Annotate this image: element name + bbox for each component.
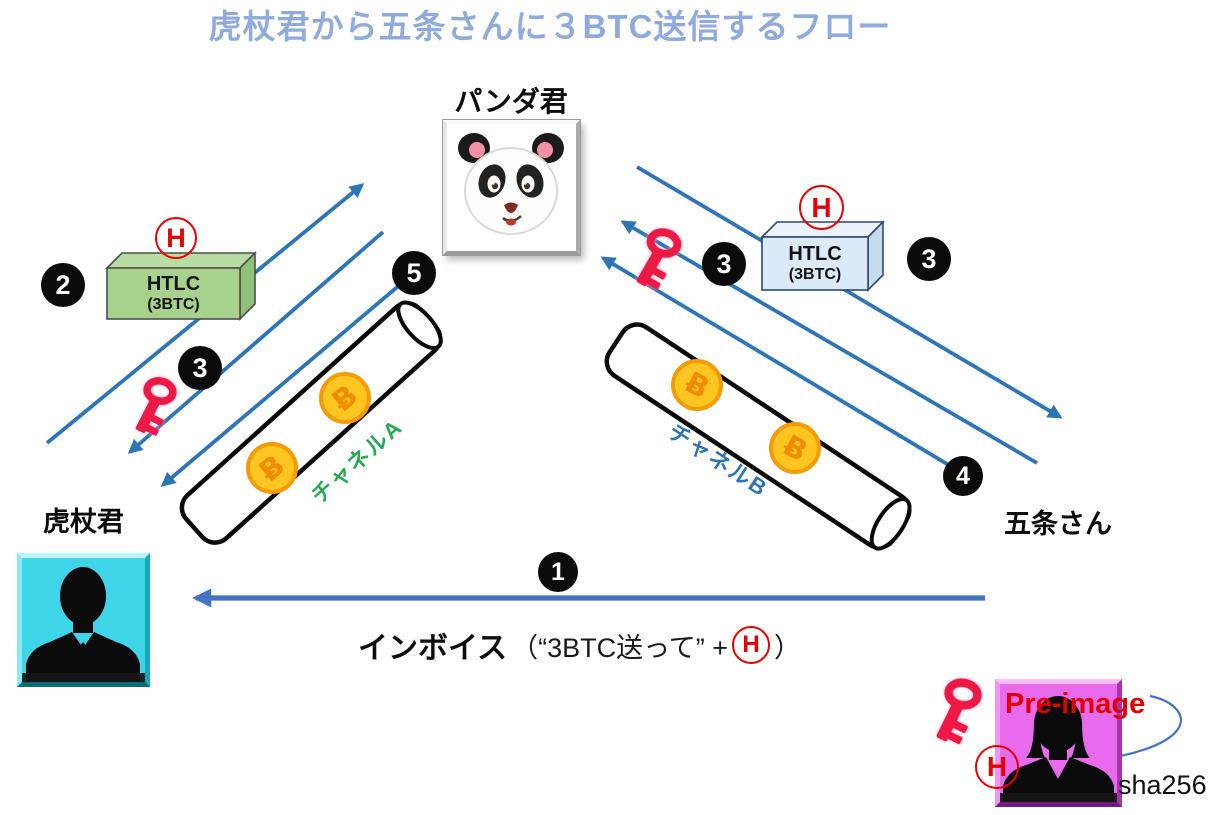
arrow-panda-to-gojo: [636, 165, 1063, 419]
step-badge-3-left: 3: [178, 346, 222, 390]
invoice-caption: インボイス （“3BTC送って” + H ）: [358, 622, 801, 668]
sha256-label: sha256: [1118, 770, 1207, 800]
itadori-avatar: [17, 553, 150, 687]
bitcoin-symbol: Ƀ: [777, 427, 813, 468]
step-badge-4: 4: [943, 456, 983, 496]
bitcoin-coin: Ƀ: [671, 359, 723, 411]
panda-label: パンダ君: [454, 86, 568, 117]
arrow-gojo-to-panda-2: [600, 256, 958, 472]
bitcoin-symbol: Ƀ: [679, 364, 715, 405]
gojo-label: 五条さん: [1004, 509, 1112, 539]
htlc-box-left: HTLC (3BTC): [105, 245, 257, 323]
preimage-label: Pre-image: [1005, 688, 1146, 720]
bitcoin-coin: Ƀ: [769, 422, 821, 474]
step-badge-3-box: 3: [907, 237, 951, 281]
htlc-right-amount: (3BTC): [788, 265, 842, 283]
key-icon-right: [627, 223, 687, 293]
hash-badge-right-htlc: H: [799, 185, 844, 230]
bitcoin-symbol: Ƀ: [325, 377, 365, 418]
htlc-left-text: HTLC (3BTC): [107, 268, 240, 319]
htlc-box-right: HTLC (3BTC): [760, 205, 886, 295]
channel-b-tube: [604, 322, 912, 551]
hash-badge-sha256: H: [975, 745, 1019, 789]
hash-badge-left-htlc: H: [155, 217, 197, 259]
bitcoin-coin: Ƀ: [319, 372, 371, 424]
invoice-text-prefix: （“3BTC送って” +: [511, 632, 729, 663]
avatar-base: [22, 673, 145, 682]
htlc-right-text: HTLC (3BTC): [762, 237, 868, 290]
gojo-avatar: [995, 679, 1122, 807]
arrow-gojo-to-panda-1: [620, 220, 1038, 465]
htlc-left-amount: (3BTC): [147, 295, 200, 313]
invoice-text-suffix: ）: [774, 632, 802, 663]
arrow-panda-to-itadori-1: [127, 230, 385, 454]
avatar-base: [1000, 793, 1117, 802]
panda-face-icon: [458, 133, 564, 235]
htlc-box-right-shape: [760, 220, 885, 292]
htlc-right-title: HTLC: [788, 242, 842, 265]
bitcoin-coin: Ƀ: [246, 442, 298, 494]
htlc-box-left-shape: [105, 251, 257, 321]
step-badge-2: 2: [41, 263, 85, 307]
businesswoman-silhouette-icon: [1003, 696, 1114, 802]
key-icon-preimage: [926, 673, 987, 747]
channel-a-tube: [179, 300, 443, 545]
panda-avatar: [443, 120, 580, 255]
hash-badge-invoice: H: [732, 626, 771, 664]
step-badge-3-key: 3: [702, 242, 746, 286]
businessman-silhouette-icon: [26, 567, 140, 682]
step-badge-1: 1: [538, 552, 578, 592]
bitcoin-symbol: Ƀ: [252, 447, 292, 488]
key-icon-left: [126, 373, 181, 439]
step-badge-5: 5: [392, 251, 436, 295]
itadori-label: 虎杖君: [43, 507, 124, 537]
htlc-left-title: HTLC: [146, 272, 201, 295]
arrow-panda-to-itadori-2: [160, 270, 417, 487]
invoice-label: インボイス: [358, 632, 508, 665]
page-title: 虎杖君から五条さんに３BTC送信するフロー: [208, 8, 892, 45]
